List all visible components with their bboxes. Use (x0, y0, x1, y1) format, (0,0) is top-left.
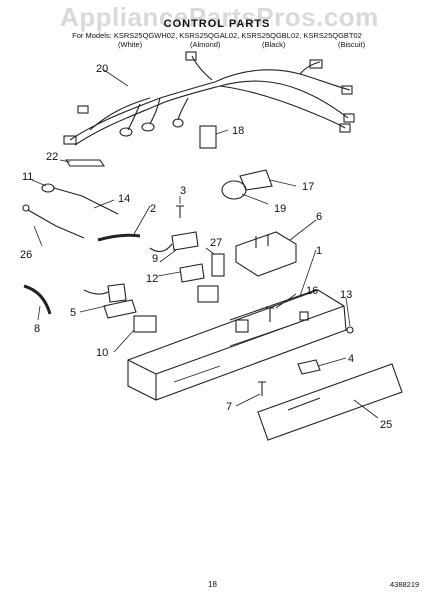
trim-25 (257, 363, 403, 441)
callout-3: 3 (180, 185, 186, 197)
callout-11: 11 (22, 171, 33, 183)
callout-16: 16 (306, 285, 318, 297)
page-number: 18 (208, 580, 217, 589)
callout-2: 2 (150, 203, 156, 215)
callout-25: 25 (380, 419, 392, 431)
color-biscuit: (Biscuit) (338, 40, 366, 49)
callout-1: 1 (316, 245, 322, 257)
callout-27: 27 (210, 237, 222, 249)
wiring-harness (63, 51, 355, 146)
callout-4: 4 (348, 353, 354, 365)
callout-8: 8 (34, 323, 40, 335)
model-list: For Models: KSRS25QGWH02, KSRS25QGAL02, … (72, 31, 362, 40)
callout-9: 9 (152, 253, 158, 265)
clip-22 (64, 159, 106, 167)
color-black: (Black) (262, 40, 286, 49)
color-almond: (Almond) (190, 40, 221, 49)
callout-26: 26 (20, 249, 32, 261)
callout-12: 12 (146, 273, 158, 285)
callout-18: 18 (232, 125, 244, 137)
callout-22: 22 (46, 151, 58, 163)
callout-20: 20 (96, 63, 108, 75)
callout-13: 13 (340, 289, 352, 301)
callout-14: 14 (118, 193, 130, 205)
control-housing (127, 289, 347, 401)
document-number: 4388219 (390, 580, 420, 589)
plate-18 (199, 125, 217, 149)
diagram-title: CONTROL PARTS (163, 18, 271, 30)
sensor-assembly (22, 183, 119, 239)
callout-7: 7 (226, 401, 232, 413)
callout-5: 5 (70, 307, 76, 319)
callout-17: 17 (302, 181, 314, 193)
callout-19: 19 (274, 203, 286, 215)
watermark: AppliancePartsPros.com (60, 2, 379, 32)
color-white: (White) (118, 40, 143, 49)
callout-6: 6 (316, 211, 322, 223)
callout-10: 10 (96, 347, 108, 359)
